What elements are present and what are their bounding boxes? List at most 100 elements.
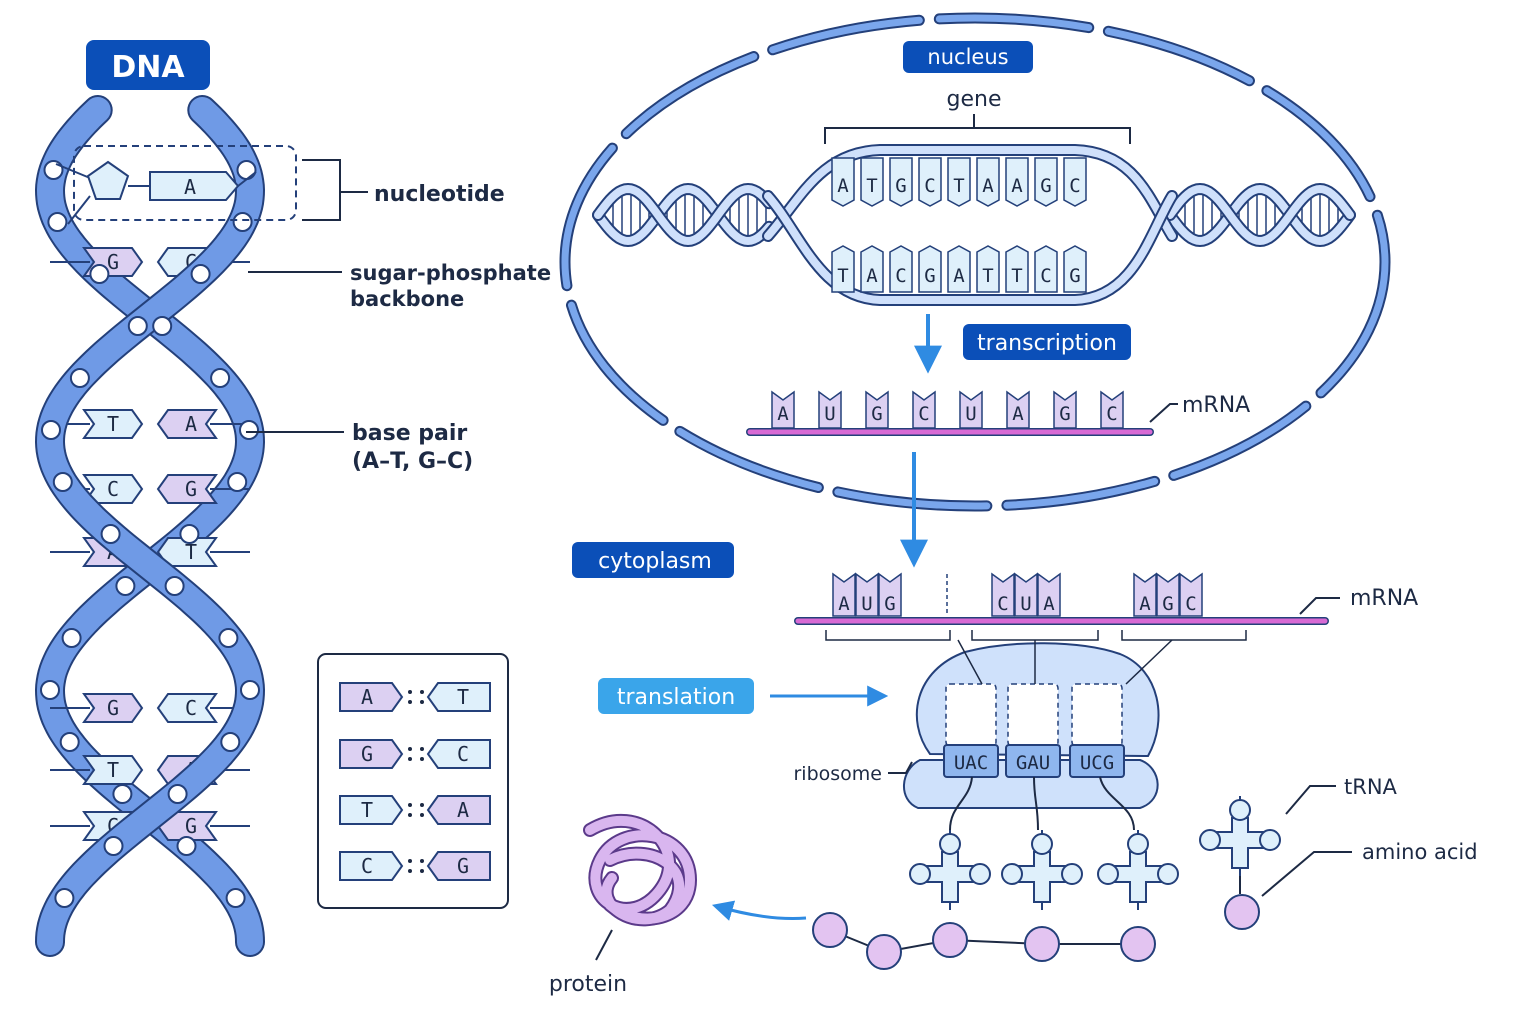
mrna-base-shape [1100,390,1124,429]
bound-trna [1001,830,1083,910]
nucleotide-dashed-box [73,145,297,221]
trna-label: tRNA [1344,775,1398,799]
gene-coding-strand [764,146,1176,240]
legend-left-base-letter: T [361,798,373,822]
hydrogen-bond-dot [420,869,424,873]
gene-top-base-shape [947,157,971,207]
trna-loop [969,863,991,885]
codon-bracket [971,630,1099,641]
phosphate-dot [220,732,241,752]
amino-acid-bead [1024,926,1060,962]
hydrogen-bond-dot [420,747,424,751]
hydrogen-bond-dot [408,690,412,694]
base-pair-left-letter: G [107,250,119,274]
gene-top-base-letter: A [982,175,994,197]
mrna-base-shape [959,390,983,429]
hydrogen-bond-dot [408,700,412,704]
gene-top-base-letter: C [1069,175,1080,197]
nucleotide-base-letter: A [184,175,196,199]
phosphate-dot [176,836,197,856]
gene-top-base-shape [976,157,1000,207]
ribosome-site-slot [1071,683,1123,747]
transcription-label: transcription [977,331,1117,356]
phosphate-dot [225,888,246,908]
trna-loop [1259,829,1281,851]
gene-bottom-base-letter: A [953,265,965,287]
amino-acid-label: amino acid [1362,840,1478,864]
mrna-base-letter: C [1106,403,1117,425]
phosphate-dot [239,420,259,440]
gene-left-helix-strand [594,184,773,246]
basepair-label-line1: base pair [352,421,467,446]
hydrogen-bond-dot [408,747,412,751]
backbone-strand-2 [36,97,264,955]
gene-bottom-base-shape [860,245,884,293]
backbone-callout: sugar-phosphate backbone [248,261,551,311]
codon-base-letter: G [884,593,895,615]
legend-right-base-letter: A [457,798,469,822]
base-pairing-legend [317,653,509,909]
legend-left-base-shape [339,851,404,881]
base-pair-right-shape [156,409,218,439]
phosphate-dot [47,212,68,232]
phosphate-dot [218,628,239,648]
gene-top-base-letter: G [1040,175,1051,197]
codon-base-letter: G [1162,593,1173,615]
bound-trna [1097,830,1179,910]
gene-left-helix-strand-outline [592,182,775,248]
codon-base-shape [1133,572,1157,617]
trna-loop [1031,833,1053,855]
base-pair-right-letter: C [185,696,197,720]
mrna-base-shape [1006,390,1030,429]
gene-bottom-base-shape [947,245,971,293]
gene-top-base-letter: A [837,175,849,197]
gene-bracket [824,114,1131,144]
dna-title-badge [86,40,210,90]
trna-body [925,851,975,903]
gene-right-helix-strand-outline [1164,182,1356,248]
gene-bottom-base-letter: T [982,265,993,287]
gene-bottom-base-shape [1034,245,1058,293]
codon-site-connector [957,639,983,685]
legend-right-base-letter: G [457,854,469,878]
codon-base-shape [991,572,1015,617]
hydrogen-bond-dot [420,859,424,863]
mrna-nucleus-label: mRNA [1182,393,1250,418]
mrna-nucleus-leader [1149,403,1178,423]
hydrogen-bond-dot [408,869,412,873]
gene-bottom-base-letter: G [924,265,935,287]
mrna-base-letter: C [918,403,929,425]
nucleotide-label: nucleotide [374,182,505,207]
gene-bottom-base-letter: A [866,265,878,287]
ribosome-site-slot [1007,683,1059,747]
gene-bottom-base-letter: G [1069,265,1080,287]
codon-base-shape [832,572,856,617]
hydrogen-bond-dot [420,757,424,761]
gene-bottom-base-shape [918,245,942,293]
base-pair-right-letter: G [185,477,197,501]
phosphate-dot [127,316,148,336]
codon-bracket [825,630,951,641]
trna-body [1017,851,1067,903]
gene-left-helix-strand-outline [592,182,775,248]
gene-bottom-base-letter: T [1011,265,1022,287]
legend-left-base-shape [339,739,404,769]
phosphate-dot [103,836,124,856]
trna-loop [1229,799,1251,821]
codon-base-letter: C [997,593,1008,615]
phosphate-dot [59,732,80,752]
gene-bottom-base-shape [976,245,1000,293]
mrna-base-shape [865,390,889,429]
nucleotide-callout: nucleotide [302,159,505,221]
gene-right-helix-strand-outline [1164,182,1356,248]
gene-bottom-base-shape [889,245,913,293]
legend-right-base-shape [426,682,491,712]
amino-acid-bead [932,922,968,958]
mrna-cytoplasm-leader [1299,597,1340,615]
trna-loop [939,833,961,855]
